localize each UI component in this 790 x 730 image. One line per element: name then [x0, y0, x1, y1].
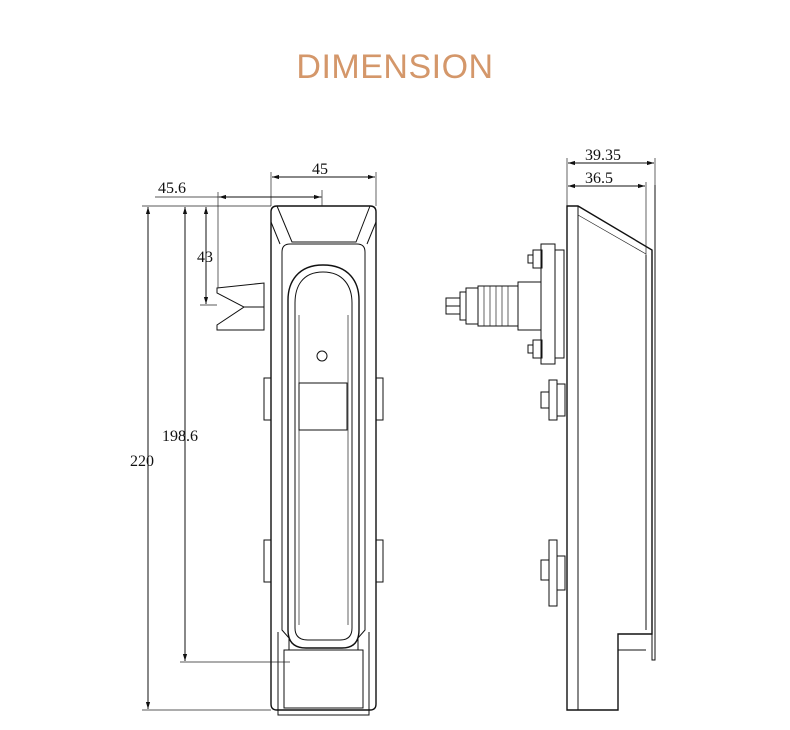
dim-cam-height: 43: [197, 249, 213, 266]
side-dimensions: 39.35 36.5: [566, 147, 656, 255]
page-title: DIMENSION: [296, 48, 494, 86]
dim-side-depth-total: 39.35: [585, 147, 621, 164]
dim-total-height: 220: [130, 453, 154, 470]
dim-front-width: 45: [312, 161, 328, 178]
front-dimensions: 45 45.6 43 198.6 220: [130, 161, 377, 711]
side-view: [445, 185, 656, 711]
dim-side-depth-body: 36.5: [585, 170, 613, 187]
front-view: [216, 205, 384, 716]
dim-handle-offset: 45.6: [158, 180, 186, 197]
dim-handle-length: 198.6: [162, 428, 198, 445]
